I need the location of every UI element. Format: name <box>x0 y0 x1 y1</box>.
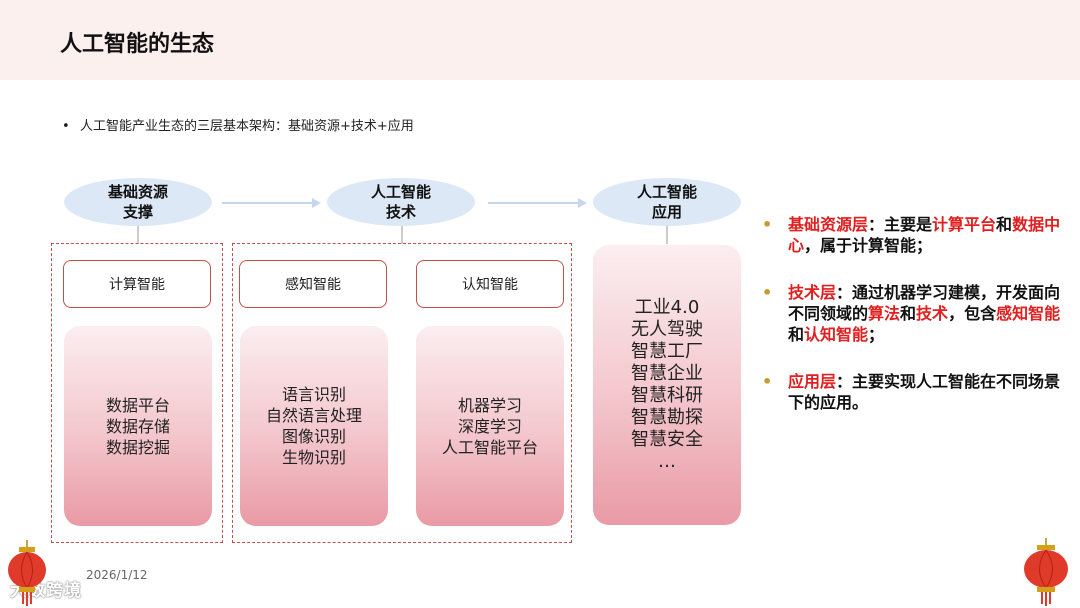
category-cognition: 认知智能 <box>416 260 564 308</box>
computing-items-box: 数据平台 数据存储 数据挖掘 <box>64 326 212 526</box>
slide-date: 2026/1/12 <box>86 568 148 582</box>
note-text: 和 <box>900 304 916 323</box>
note-text: ； <box>868 325 884 344</box>
perception-items: 语言识别 自然语言处理 图像识别 生物识别 <box>266 384 362 468</box>
layer-label: 基础资源 支撑 <box>108 182 168 222</box>
note-highlight: 技术层 <box>788 283 836 302</box>
computing-items: 数据平台 数据存储 数据挖掘 <box>106 395 170 458</box>
note-text: 和 <box>788 325 804 344</box>
slide-title: 人工智能的生态 <box>60 26 214 58</box>
lantern-icon <box>6 540 48 606</box>
cognition-items: 机器学习 深度学习 人工智能平台 <box>442 395 538 458</box>
connector-line <box>136 226 140 244</box>
note-text: ，属于计算智能； <box>804 236 932 255</box>
note-highlight: 技术 <box>916 304 948 323</box>
note-highlight: 计算平台 <box>932 215 996 234</box>
category-perception: 感知智能 <box>239 260 387 308</box>
note-highlight: 认知智能 <box>804 325 868 344</box>
note-resources-layer: • 基础资源层：主要是计算平台和数据中心，属于计算智能； <box>762 214 1062 256</box>
note-highlight: 算法 <box>868 304 900 323</box>
category-label: 计算智能 <box>109 274 165 294</box>
intro-text: 人工智能产业生态的三层基本架构：基础资源+技术+应用 <box>80 119 414 134</box>
note-bullet: • <box>762 371 772 392</box>
category-label: 认知智能 <box>462 274 518 294</box>
layer-oval-technology: 人工智能 技术 <box>327 178 475 226</box>
note-text: ：主要是 <box>868 215 932 234</box>
layer-oval-resources: 基础资源 支撑 <box>64 178 212 226</box>
note-highlight: 基础资源层 <box>788 215 868 234</box>
note-highlight: 感知智能 <box>996 304 1060 323</box>
layer-notes: • 基础资源层：主要是计算平台和数据中心，属于计算智能； • 技术层：通过机器学… <box>762 214 1062 439</box>
note-highlight: 应用层 <box>788 372 836 391</box>
note-technology-layer: • 技术层：通过机器学习建模，开发面向不同领域的算法和技术，包含感知智能和认知智… <box>762 282 1062 345</box>
connector-line <box>400 226 404 244</box>
connector-line <box>665 226 669 244</box>
application-items: 工业4.0 无人驾驶 智慧工厂 智慧企业 智慧科研 智慧勘探 智慧安全 … <box>631 297 703 473</box>
cognition-items-box: 机器学习 深度学习 人工智能平台 <box>416 326 564 526</box>
arrow-right-icon <box>222 196 322 210</box>
bullet-dot: • <box>62 119 80 134</box>
note-application-layer: • 应用层：主要实现人工智能在不同场景下的应用。 <box>762 371 1062 413</box>
category-computing: 计算智能 <box>63 260 211 308</box>
layer-label: 人工智能 技术 <box>371 182 431 222</box>
note-bullet: • <box>762 214 772 235</box>
arrow-right-icon <box>488 196 588 210</box>
intro-bullet: •人工智能产业生态的三层基本架构：基础资源+技术+应用 <box>62 115 414 134</box>
note-bullet: • <box>762 282 772 303</box>
lantern-icon <box>1022 538 1070 606</box>
applications-box: 工业4.0 无人驾驶 智慧工厂 智慧企业 智慧科研 智慧勘探 智慧安全 … <box>593 245 741 525</box>
note-text: ，包含 <box>948 304 996 323</box>
perception-items-box: 语言识别 自然语言处理 图像识别 生物识别 <box>240 326 388 526</box>
layer-oval-application: 人工智能 应用 <box>593 178 741 226</box>
layer-label: 人工智能 应用 <box>637 182 697 222</box>
category-label: 感知智能 <box>285 274 341 294</box>
note-text: 和 <box>996 215 1012 234</box>
